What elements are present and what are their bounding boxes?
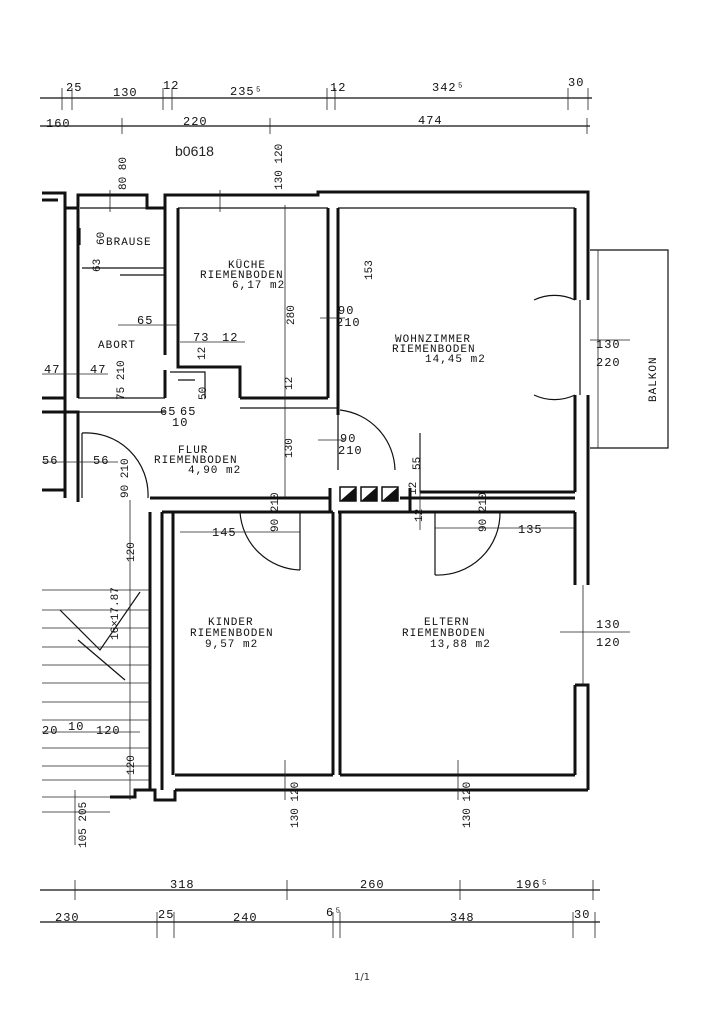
staircase (42, 589, 150, 813)
lbl-130-120-eltern: 130 120 (462, 782, 474, 828)
lbl-130-a: 130 (596, 338, 621, 352)
dim-bottom-1965: 196⁵ (516, 878, 549, 892)
lbl-130-120-top: 130 120 (274, 144, 286, 190)
dim-bottom-25: 25 (158, 908, 174, 922)
dim-top-12b: 12 (330, 81, 346, 95)
room-kinder-area: 9,57 m2 (205, 639, 258, 651)
dim-top-12a: 12 (163, 79, 179, 93)
lbl-12-c: 12 (414, 509, 426, 522)
dim-bottom-65: 6⁵ (326, 906, 342, 920)
lbl-120-s2: 120 (126, 755, 138, 775)
lbl-65c: 65 (180, 405, 196, 419)
lbl-12: 12 (222, 331, 238, 345)
lbl-47a: 47 (44, 363, 60, 377)
lbl-90-d: 90 (340, 432, 356, 446)
lbl-10b: 10 (68, 720, 84, 734)
lbl-130-120-kinder: 130 120 (290, 782, 302, 828)
lbl-20: 20 (42, 724, 58, 738)
room-wohnzimmer-floor: RIEMENBODEN (392, 344, 476, 356)
lbl-10: 10 (172, 416, 188, 430)
room-abort: ABORT (98, 340, 136, 352)
room-flur-area: 4,90 m2 (188, 465, 241, 477)
page-indicator: 1/1 (353, 972, 371, 983)
dim-bottom-240: 240 (233, 911, 258, 925)
dim-top-25: 25 (66, 81, 82, 95)
room-eltern-name: ELTERN (424, 617, 470, 629)
dim-bottom-318: 318 (170, 878, 195, 892)
lbl-120c: 120 (96, 724, 121, 738)
lbl-130-b: 130 (596, 618, 621, 632)
balcony (590, 249, 669, 449)
dim-top-220: 220 (183, 115, 208, 129)
annotation-numbers: 80 80 130 120 60 63 153 280 12 12 75 210… (42, 144, 621, 848)
document-code: b0618 (175, 143, 214, 159)
dim-bottom-30: 30 (574, 908, 590, 922)
dim-top-3425: 342⁵ (432, 81, 465, 95)
lbl-130-f: 130 (284, 438, 296, 458)
lbl-210-d: 210 (338, 444, 363, 458)
room-flur-floor: RIEMENBODEN (154, 455, 238, 467)
room-eltern-floor: RIEMENBODEN (402, 628, 486, 640)
room-wohnzimmer-name: WOHNZIMMER (395, 334, 471, 346)
chimneys (339, 486, 399, 502)
room-kinder-floor: RIEMENBODEN (190, 628, 274, 640)
lbl-135: 135 (518, 523, 543, 537)
dim-top-30: 30 (568, 76, 584, 90)
lbl-56b: 56 (93, 454, 109, 468)
lbl-120-b: 120 (596, 636, 621, 650)
dim-top-130: 130 (113, 86, 138, 100)
lbl-73: 73 (193, 331, 209, 345)
dim-top-2355: 235⁵ (230, 85, 263, 99)
dim-bottom-260: 260 (360, 878, 385, 892)
dim-top-474: 474 (418, 114, 443, 128)
lbl-153: 153 (364, 260, 376, 280)
lbl-60: 60 (96, 232, 108, 245)
dim-bottom-230: 230 (55, 911, 80, 925)
lbl-220-a: 220 (596, 356, 621, 370)
bottom-dimension-lines: 318 260 196⁵ 230 25 240 6⁵ 348 30 (40, 878, 600, 938)
lbl-47b: 47 (90, 363, 106, 377)
lbl-90-top: 90 (338, 304, 354, 318)
room-wohnzimmer-area: 14,45 m2 (425, 354, 486, 366)
lbl-12-k: 12 (284, 377, 296, 390)
lbl-56a: 56 (42, 454, 58, 468)
room-kinder-name: KINDER (208, 617, 254, 629)
dim-top-160: 160 (46, 117, 71, 131)
lbl-63: 63 (92, 259, 104, 272)
lbl-65b: 65 (160, 405, 176, 419)
lbl-90-210-e: 90 210 (478, 492, 490, 532)
lbl-105-205: 105 205 (78, 802, 90, 848)
room-kueche-name: KÜCHE (228, 259, 266, 272)
lbl-12-12: 12 (408, 482, 420, 495)
lbl-145: 145 (212, 526, 237, 540)
lbl-55: 55 (412, 457, 424, 470)
doors (81, 294, 581, 576)
lbl-210-top: 210 (336, 316, 361, 330)
lbl-90-210-k: 90 210 (270, 492, 282, 532)
lbl-90-210-f: 90 210 (120, 458, 132, 498)
lbl-stairs: 16×17.87 (110, 587, 122, 640)
room-flur-name: FLUR (178, 445, 208, 457)
room-labels: BRAUSE ABORT KÜCHE RIEMENBODEN 6,17 m2 W… (98, 237, 660, 651)
room-kueche-floor: RIEMENBODEN (200, 270, 284, 282)
lbl-280: 280 (286, 305, 298, 325)
dim-bottom-348: 348 (450, 911, 475, 925)
lbl-80-80: 80 80 (118, 157, 130, 190)
lbl-65: 65 (137, 314, 153, 328)
internal-dimension-lines (42, 190, 630, 845)
lbl-75-210: 75 210 (116, 360, 128, 400)
walls (42, 190, 590, 802)
lbl-120-s: 120 (126, 542, 138, 562)
lbl-12-f: 12 (197, 347, 209, 360)
room-brause: BRAUSE (106, 237, 152, 249)
room-balkon: BALKON (648, 356, 660, 402)
room-eltern-area: 13,88 m2 (430, 639, 491, 651)
lbl-50: 50 (198, 387, 210, 400)
top-dimension-lines: 25 130 12 235⁵ 12 342⁵ 30 160 220 474 (40, 76, 592, 134)
room-kueche-area: 6,17 m2 (232, 280, 285, 292)
